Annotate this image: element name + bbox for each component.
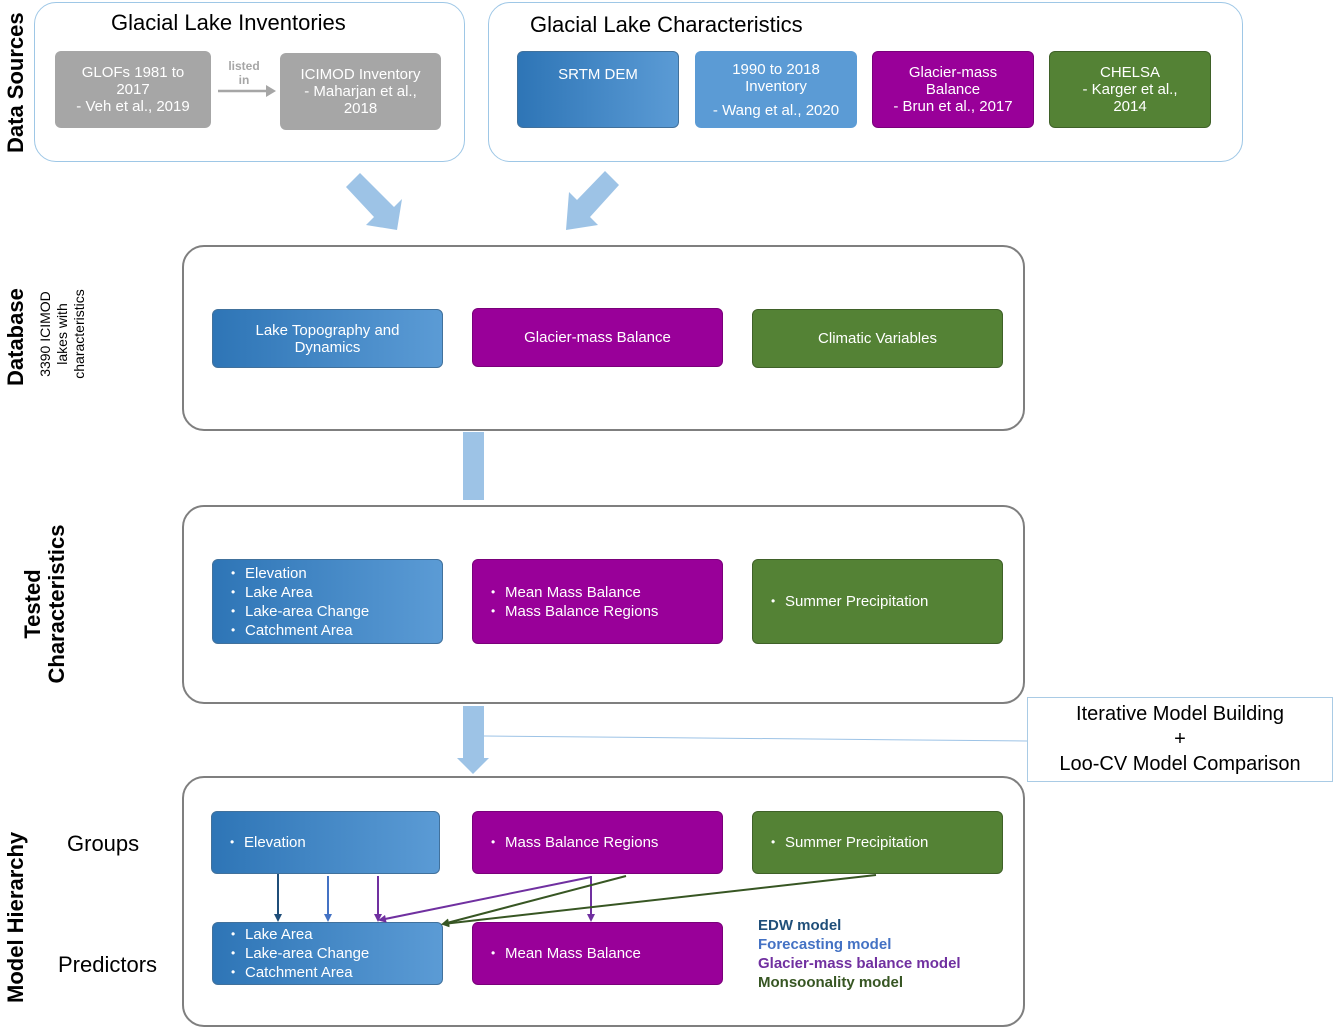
srtm-box: SRTM DEM: [517, 51, 679, 128]
iterative-model-box: Iterative Model Building + Loo-CV Model …: [1027, 697, 1333, 782]
legend-monsoonality: Monsoonality model: [758, 974, 904, 991]
tested-panel: [182, 505, 1025, 704]
database-panel: [182, 245, 1025, 431]
inventories-panel: [34, 2, 465, 162]
listed-in-label: listed in: [228, 59, 260, 87]
predictor-lake-box: Lake Area Lake-area Change Catchment Are…: [212, 922, 443, 985]
arrow-characteristics-to-database: [566, 171, 619, 230]
arrow-database-to-tested: [463, 432, 484, 500]
chelsa-box: CHELSA - Karger et al., 2014: [1049, 51, 1211, 128]
tested-topography-list: Elevation Lake Area Lake-area Change Cat…: [231, 564, 369, 640]
iterative-connector-line: [483, 735, 1028, 742]
tested-climate-list: Summer Precipitation: [771, 592, 928, 611]
predictor-mean-mass-box: Mean Mass Balance: [472, 922, 723, 985]
arrow-inventories-to-database: [346, 173, 402, 230]
monsoon-arrow-from-summer: [441, 874, 877, 928]
tested-climate-box: Summer Precipitation: [752, 559, 1003, 644]
glacier-arrow-from-regions: [378, 876, 592, 923]
tested-mass-box: Mean Mass Balance Mass Balance Regions: [472, 559, 723, 644]
icimod-box: ICIMOD Inventory - Maharjan et al., 2018: [280, 53, 441, 130]
listed-in-arrow: [218, 85, 276, 97]
group-summer-box: Summer Precipitation: [752, 811, 1003, 874]
inventories-title: Glacial Lake Inventories: [111, 10, 346, 35]
db-climatic-box: Climatic Variables: [752, 309, 1003, 368]
legend-forecasting: Forecasting model: [758, 936, 892, 953]
db-topography-box: Lake Topography and Dynamics: [212, 309, 443, 368]
brun-box: Glacier-mass Balance - Brun et al., 2017: [872, 51, 1034, 128]
db-glacier-box: Glacier-mass Balance: [472, 308, 723, 367]
characteristics-panel: [488, 2, 1243, 162]
tested-topography-box: Elevation Lake Area Lake-area Change Cat…: [212, 559, 443, 644]
legend-edw: EDW model: [758, 917, 842, 934]
groups-label: Groups: [67, 831, 140, 856]
tested-mass-list: Mean Mass Balance Mass Balance Regions: [491, 583, 658, 621]
wang-box: 1990 to 2018 Inventory - Wang et al., 20…: [695, 51, 857, 128]
monsoon-arrow-from-regions: [441, 875, 627, 927]
arrow-tested-to-hierarchy: [457, 706, 489, 774]
characteristics-title: Glacial Lake Characteristics: [530, 12, 803, 37]
group-elevation-box: Elevation: [211, 811, 440, 874]
predictors-label: Predictors: [58, 952, 158, 977]
group-mass-regions-box: Mass Balance Regions: [472, 811, 723, 874]
glofs-box: GLOFs 1981 to 2017 - Veh et al., 2019: [55, 51, 211, 128]
legend-glacier: Glacier-mass balance model: [758, 955, 961, 972]
hierarchy-panel: [182, 776, 1025, 1027]
